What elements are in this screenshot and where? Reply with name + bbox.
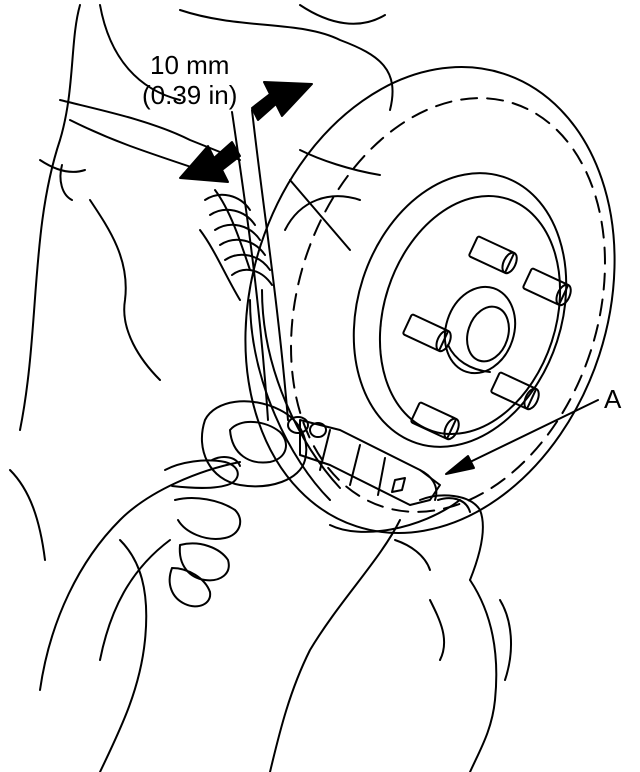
callout-leader bbox=[445, 399, 599, 475]
wheel-stud bbox=[522, 267, 572, 307]
micrometer bbox=[200, 400, 441, 506]
dimension-label-metric: 10 mm bbox=[150, 50, 230, 80]
suspension-outline bbox=[9, 4, 394, 561]
arrow-right-icon bbox=[251, 81, 313, 121]
callout-arrowhead-icon bbox=[445, 455, 475, 475]
wheel-stud bbox=[410, 401, 460, 441]
cv-boot bbox=[204, 193, 273, 286]
right-hand bbox=[269, 494, 513, 772]
wheel-stud bbox=[490, 371, 540, 411]
dimension-indicator bbox=[179, 81, 313, 421]
dimension-label-imperial: (0.39 in) bbox=[142, 80, 238, 110]
wheel-stud bbox=[402, 313, 452, 353]
arrow-left-icon bbox=[179, 141, 241, 183]
wheel-studs bbox=[402, 235, 572, 441]
wheel-stud bbox=[468, 235, 518, 275]
brake-rotor bbox=[244, 66, 616, 534]
left-hand bbox=[39, 456, 242, 772]
callout-label-a: A bbox=[604, 384, 622, 414]
